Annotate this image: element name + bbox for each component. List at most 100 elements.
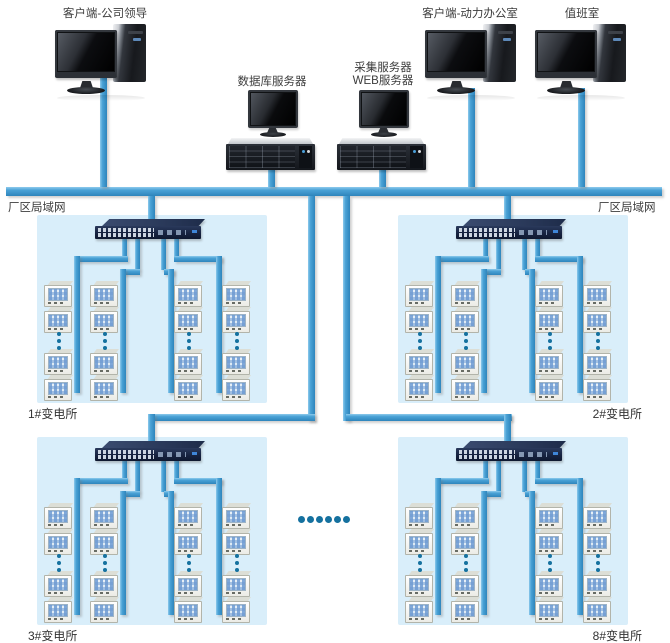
workstation-icon — [425, 24, 520, 102]
meter-top — [47, 503, 73, 508]
power-meter — [44, 529, 74, 555]
meter-body — [174, 353, 202, 375]
meter-screen — [226, 604, 246, 617]
meter-body — [451, 353, 479, 375]
riser-left — [308, 196, 315, 421]
meter-top — [454, 571, 480, 576]
power-meter — [174, 307, 204, 333]
meter-bus-cable — [435, 256, 489, 262]
power-meter — [174, 375, 204, 401]
meter-screen — [455, 382, 475, 395]
meter-buttons — [455, 524, 472, 526]
screen — [58, 33, 114, 71]
meter-buttons — [587, 370, 604, 372]
meter-buttons — [539, 592, 556, 594]
meter-bus-cable — [483, 236, 488, 257]
monitor-base — [67, 87, 105, 94]
meter-screen — [178, 536, 198, 549]
status-led — [418, 150, 421, 153]
meter-buttons — [455, 396, 472, 398]
power-meter — [405, 597, 435, 623]
meter-top — [47, 281, 73, 286]
meter-buttons — [409, 618, 426, 620]
meter-body — [451, 379, 479, 401]
meter-body — [222, 379, 250, 401]
meter-top — [177, 529, 203, 534]
meter-body — [583, 533, 611, 555]
meter-screen — [94, 314, 114, 327]
meter-buttons — [409, 396, 426, 398]
meter-body — [583, 601, 611, 623]
meter-top — [454, 375, 480, 380]
meter-top — [47, 375, 73, 380]
database-server-label: 数据库服务器 — [237, 76, 307, 88]
power-meter — [222, 597, 252, 623]
meter-body — [583, 311, 611, 333]
meter-screen — [539, 288, 559, 301]
meter-screen — [409, 314, 429, 327]
meter-screen — [94, 510, 114, 523]
acquisition-server-label-line2: WEB服务器 — [352, 75, 414, 87]
power-meter — [44, 307, 74, 333]
rack-top — [228, 138, 313, 144]
power-meter — [222, 529, 252, 555]
power-meter — [405, 307, 435, 333]
meter-buttons — [226, 550, 243, 552]
monitor-icon — [248, 90, 298, 128]
meter-body — [583, 575, 611, 597]
meter-top — [538, 597, 564, 602]
switch-led — [192, 452, 197, 455]
meter-buttons — [409, 550, 426, 552]
meter-body — [174, 601, 202, 623]
column-ellipsis-dots — [548, 554, 552, 572]
meter-top — [93, 503, 119, 508]
meter-body — [583, 379, 611, 401]
meter-body — [405, 507, 433, 529]
led-panel — [410, 146, 423, 168]
meter-top — [454, 307, 480, 312]
monitor-stand — [267, 128, 278, 133]
meter-bus-cable — [174, 256, 222, 262]
switch-top — [462, 441, 566, 449]
tower-icon — [483, 24, 516, 82]
monitor-icon — [425, 30, 487, 78]
meter-buttons — [178, 328, 195, 330]
meter-body — [90, 353, 118, 375]
meter-top — [408, 503, 434, 508]
power-meter — [583, 281, 613, 307]
meter-buttons — [587, 302, 604, 304]
meter-bus-cable — [174, 458, 179, 479]
meter-buttons — [409, 524, 426, 526]
switch-top — [101, 441, 205, 449]
meter-body — [451, 601, 479, 623]
switch-front — [456, 226, 562, 239]
cable-client-power-office — [468, 88, 475, 187]
meter-body — [405, 533, 433, 555]
server-monitor-icon — [248, 90, 300, 140]
meter-screen — [48, 604, 68, 617]
rack-top — [339, 138, 424, 144]
monitor-stand — [450, 81, 463, 88]
meter-top — [93, 307, 119, 312]
switch-front — [95, 448, 201, 461]
meter-top — [47, 307, 73, 312]
meter-bus-cable — [122, 458, 127, 479]
cable-client-leader — [100, 78, 107, 187]
monitor-base — [547, 87, 585, 94]
meter-buttons — [539, 618, 556, 620]
meter-screen — [587, 510, 607, 523]
ethernet-switch — [456, 441, 568, 462]
acquisition-server-label-line1: 采集服务器 — [354, 62, 412, 74]
power-meter — [44, 281, 74, 307]
meter-screen — [94, 604, 114, 617]
power-meter — [535, 529, 565, 555]
meter-bus-cable — [522, 236, 527, 270]
power-meter — [90, 349, 120, 375]
meter-screen — [48, 288, 68, 301]
meter-body — [451, 533, 479, 555]
meter-bus-cable — [122, 236, 127, 257]
meter-bus-cable — [135, 458, 140, 492]
meter-bus-cable — [535, 256, 583, 262]
monitor-icon — [359, 90, 409, 128]
meter-bus-cable — [435, 478, 489, 484]
